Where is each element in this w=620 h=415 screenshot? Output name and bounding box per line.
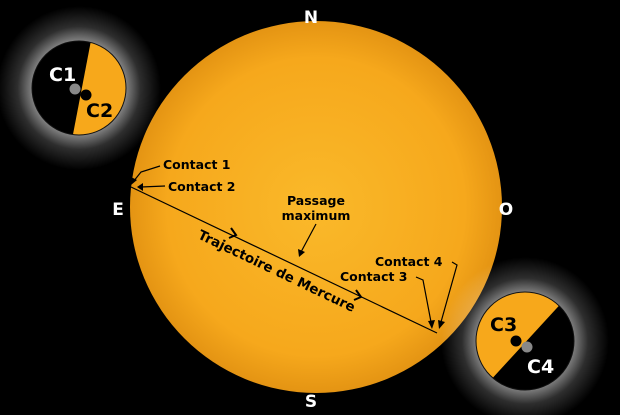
inset-c3-c4 <box>476 292 574 390</box>
label-c2: C2 <box>86 100 113 122</box>
label-west: O <box>499 200 513 220</box>
planet-c3 <box>510 335 522 347</box>
label-contact-3: Contact 3 <box>340 269 408 284</box>
planet-ghost-c4 <box>521 341 533 353</box>
label-north: N <box>304 8 318 28</box>
label-contact-4: Contact 4 <box>375 254 443 269</box>
label-contact-1: Contact 1 <box>163 157 231 172</box>
planet-ghost-c1 <box>69 83 81 95</box>
label-maximum: maximum <box>282 208 351 223</box>
sun-disk <box>130 21 502 393</box>
label-south: S <box>305 392 317 412</box>
arrow-passage-maximum <box>300 223 317 253</box>
chevron-icon <box>353 289 363 301</box>
arrow-contact-1 <box>132 165 161 183</box>
arrow-contact-3 <box>415 276 432 323</box>
label-c4: C4 <box>527 356 554 378</box>
label-passage: Passage <box>287 193 345 208</box>
arrow-contact-4 <box>440 261 458 323</box>
label-c3: C3 <box>490 314 517 336</box>
trajectory-line <box>130 186 438 334</box>
label-contact-2: Contact 2 <box>168 179 236 194</box>
planet-c2 <box>80 89 92 101</box>
chevron-icon <box>228 227 238 239</box>
label-c1: C1 <box>49 64 76 86</box>
arrow-contact-2 <box>140 185 166 188</box>
label-east: E <box>112 200 124 220</box>
